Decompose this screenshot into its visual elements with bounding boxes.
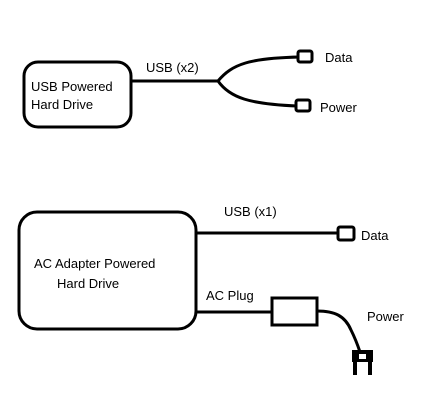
ac-adapter-brick (270, 296, 319, 327)
ac-powered-drive-box (17, 210, 198, 331)
usb-cable-data-branch (216, 55, 302, 83)
ac-power-label: Power (367, 309, 405, 324)
ac-powered-diagram: AC Adapter Powered Hard Drive USB (x1) D… (17, 204, 405, 375)
usb-powered-drive-label-line1: USB Powered (31, 79, 113, 94)
usb-power-connector (294, 98, 312, 113)
usb-data-connector (296, 49, 314, 64)
usb-x2-label: USB (x2) (146, 60, 199, 75)
ac-powered-drive-label-line1: AC Adapter Powered (34, 256, 155, 271)
usb-powered-drive-box (22, 60, 133, 129)
usb-powered-diagram: USB Powered Hard Drive USB (x2) Data Pow… (22, 49, 358, 129)
ac-powered-drive-label-line2: Hard Drive (57, 276, 119, 291)
usb-x1-label: USB (x1) (224, 204, 277, 219)
ac-plug-label: AC Plug (206, 288, 254, 303)
ac-wall-plug-icon (352, 350, 373, 375)
ac-power-cord (315, 309, 362, 354)
usb-powered-drive-label-line2: Hard Drive (31, 97, 93, 112)
usb-data-label: Data (325, 50, 353, 65)
usb-x1-data-connector (336, 225, 356, 242)
usb-cable-power-branch (216, 79, 299, 108)
usb-power-label: Power (320, 100, 358, 115)
usb-x1-data-label: Data (361, 228, 389, 243)
